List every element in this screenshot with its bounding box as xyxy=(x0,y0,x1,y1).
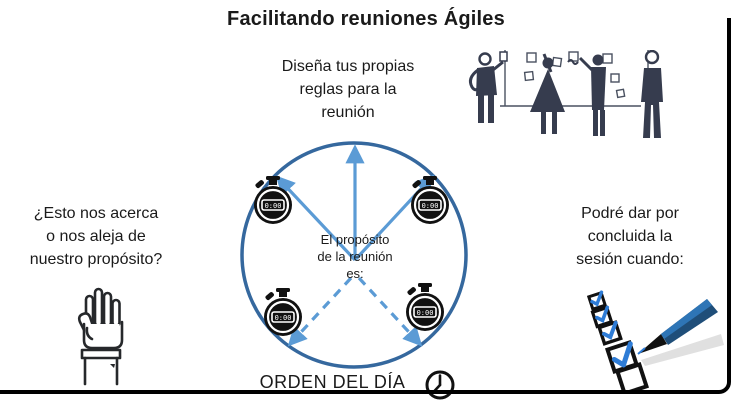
top-note-line: Diseña tus propias xyxy=(281,58,415,75)
right-note-line: concluida la xyxy=(587,228,673,245)
stopwatch-icon xyxy=(409,176,451,226)
left-note-line: ¿Esto nos acerca xyxy=(33,205,159,222)
top-note-line: reglas para la xyxy=(299,81,397,98)
stopwatch-icon xyxy=(252,176,294,226)
left-note-line: o nos aleja de xyxy=(46,228,146,245)
circle-label-line: de la reunión xyxy=(317,249,393,264)
agenda-label: ORDEN DEL DÍA xyxy=(259,372,406,392)
stopwatch-icon xyxy=(262,288,304,338)
clock-icon xyxy=(425,370,455,400)
pen xyxy=(637,299,718,355)
circle-label-line: El propósito xyxy=(320,232,390,247)
page-title: Facilitando reuniones Ágiles xyxy=(227,8,505,30)
right-note: Podré dar por concluida la sesión cuando… xyxy=(540,202,720,271)
checklist-pen-icon xyxy=(586,290,724,392)
stopwatch-icon xyxy=(404,283,446,333)
team-whiteboard-illustration xyxy=(469,50,663,138)
right-note-line: Podré dar por xyxy=(581,205,679,222)
circle-center-label: El propósito de la reunión es: xyxy=(300,231,410,282)
purpose-circle-diagram: 0:00 xyxy=(240,141,468,369)
figure-group xyxy=(469,50,663,138)
raised-hand-icon xyxy=(77,287,124,386)
right-note-line: sesión cuando: xyxy=(576,251,684,268)
top-note: Diseña tus propias reglas para la reunió… xyxy=(250,55,446,124)
meeting-circle xyxy=(240,141,468,369)
left-note-line: nuestro propósito? xyxy=(29,251,163,268)
left-note: ¿Esto nos acerca o nos aleja de nuestro … xyxy=(6,202,186,271)
top-note-line: reunión xyxy=(321,104,375,121)
circle-label-line: es: xyxy=(346,266,364,281)
pen-shadow xyxy=(641,334,724,366)
